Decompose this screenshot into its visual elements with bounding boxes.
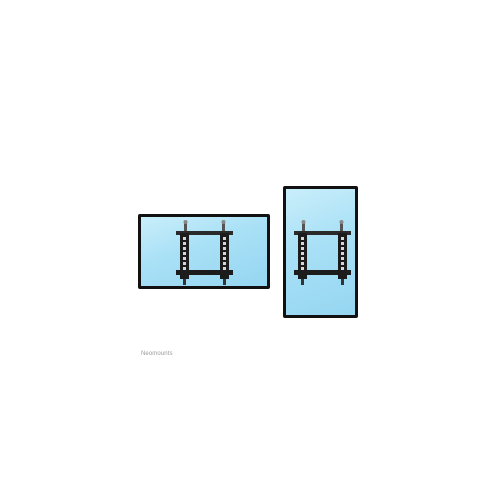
brand-watermark: Neomounts [141, 351, 173, 357]
tv-wall-mount-icon [294, 220, 351, 285]
portrait-screen-illustration [283, 186, 358, 318]
landscape-screen-illustration [138, 214, 270, 289]
tv-wall-mount-icon [176, 220, 233, 285]
